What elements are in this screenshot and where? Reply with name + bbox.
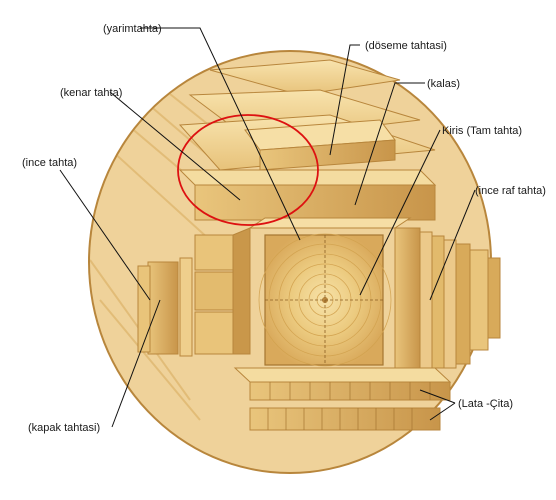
- kalas-board: [180, 170, 435, 220]
- label-yarimtahta: (yarimtahta): [103, 23, 162, 35]
- label-kalas: (kalas): [427, 78, 460, 90]
- label-kenar-tahta: (kenar tahta): [60, 87, 122, 99]
- label-kapak-tahtasi: (kapak tahtasi): [28, 422, 100, 434]
- kapak-tahtasi-board: [138, 262, 178, 354]
- kenar-tahta-stack: [195, 228, 250, 354]
- label-lata-cita: (Lata -Çita): [458, 398, 513, 410]
- label-ince-tahta: (ince tahta): [22, 157, 77, 169]
- label-ince-raf-tahta: (ince raf tahta): [475, 185, 546, 197]
- ince-tahta-boards: [180, 258, 192, 356]
- lata-cita-strips: [235, 368, 450, 430]
- label-doseme-tahtasi: (döseme tahtasi): [365, 40, 447, 52]
- label-kiris: Kiris (Tam tahta): [442, 125, 522, 137]
